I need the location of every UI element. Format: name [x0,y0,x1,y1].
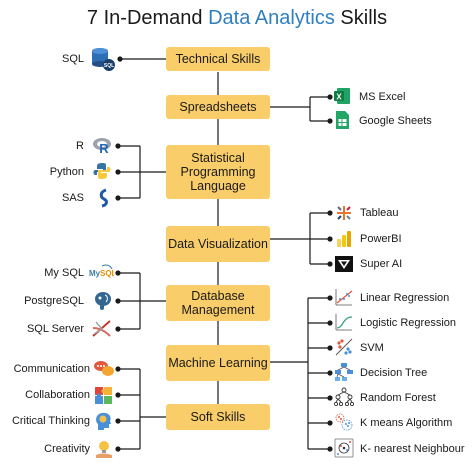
python-logo-icon [93,163,111,179]
title-suffix: Skills [340,7,388,29]
right-label-powerbi: PowerBI [360,233,402,245]
skill-machine-learning: Machine Learning [166,345,270,381]
decision-tree-icon [335,363,353,381]
left-label-creativity: Creativity [44,443,90,455]
right-label-tableau: Tableau [360,207,399,219]
right-label-logistic-regression: Logistic Regression [360,317,456,329]
brain-head-icon [96,412,111,430]
left-label-postgresql: PostgreSQL [24,295,84,307]
postgresql-logo-icon [95,292,111,310]
linear-regression-icon [335,289,353,306]
powerbi-icon [337,231,351,247]
left-label-python: Python [49,166,84,178]
title-prefix: 7 In-Demand [86,7,203,29]
left-label-r: R [76,140,84,152]
left-label-communication: Communication [13,363,90,375]
left-label-collaboration: Collaboration [25,389,90,401]
random-forest-icon [334,387,354,407]
sql-server-logo-icon [92,320,111,337]
puzzle-icon [95,387,112,404]
excel-icon: X [334,88,350,104]
superai-icon [335,256,353,272]
lightbulb-hand-icon [96,441,112,458]
svg-text:X: X [336,93,342,102]
svm-icon [335,338,353,356]
svg-text:SQL: SQL [100,269,114,278]
svg-text:SQL: SQL [104,63,114,69]
title-accent: Data Analytics [208,7,335,29]
skill-spreadsheets: Spreadsheets [166,95,270,119]
left-label-sas: SAS [61,192,84,204]
left-label-mysql: My SQL [44,267,84,279]
skill-technical-skills: Technical Skills [166,47,270,71]
skill-data-visualization: Data Visualization [166,226,270,262]
tableau-icon [337,206,351,220]
google-sheets-icon [336,111,349,129]
right-label-k-means: K means Algorithm [360,417,453,429]
skill-soft-skills: Soft Skills [166,404,270,430]
left-label-sql: SQL [61,53,84,65]
right-label-super-ai: Super AI [360,258,403,270]
logistic-regression-icon [335,314,353,331]
svg-text:R: R [99,141,109,155]
left-label-critical-thinking: Critical Thinking [11,415,90,427]
right-label-google-sheets: Google Sheets [359,115,432,127]
right-label-random-forest: Random Forest [360,392,436,404]
chat-bubbles-icon [94,361,114,376]
right-label-ms-excel: MS Excel [359,91,406,103]
right-label-linear-regression: Linear Regression [360,292,450,304]
skill-statistical-programming-language: Statistical Programming Language [166,145,270,199]
left-label-sql-server: SQL Server [26,323,84,335]
sas-logo-icon [99,188,108,208]
right-label-svm: SVM [360,342,384,354]
mysql-logo-icon: My SQL [89,264,114,278]
right-label-decision-tree: Decision Tree [360,367,428,379]
skill-database-management: Database Management [166,285,270,321]
svg-text:My: My [89,269,101,278]
k-means-icon [335,413,353,431]
diagram-title: 7 In-Demand Data Analytics Skills [0,6,474,30]
right-label-knn: K- nearest Neighbour [360,443,465,455]
database-icon: SQL [92,48,115,71]
knn-icon [334,438,354,458]
r-logo-icon: R [93,138,111,155]
